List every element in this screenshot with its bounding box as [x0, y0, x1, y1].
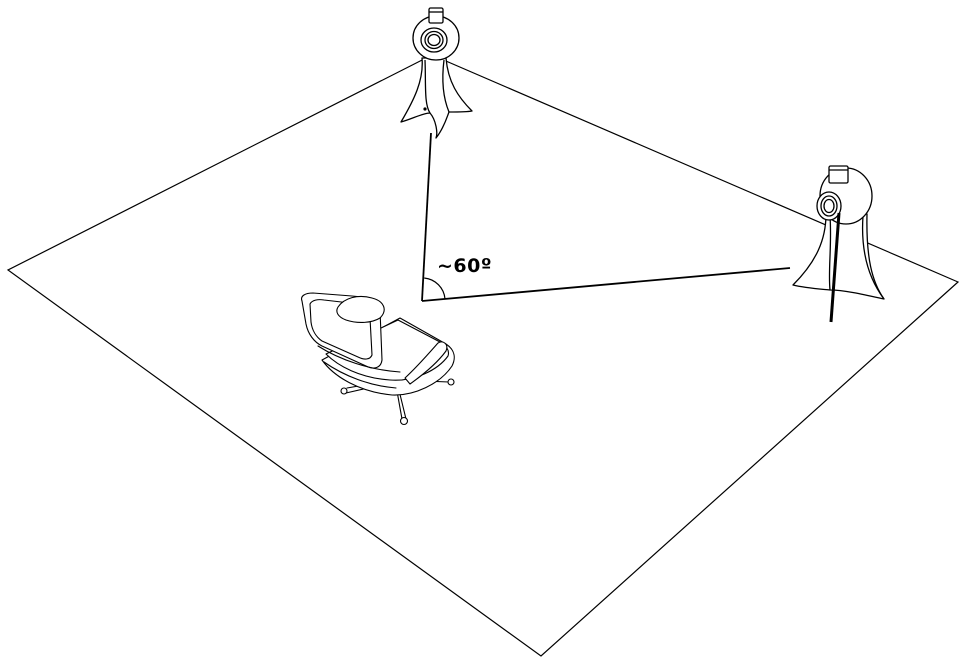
room-floor-outline — [8, 55, 958, 656]
angle-arc — [424, 278, 445, 299]
left-speaker-line — [422, 133, 431, 301]
left-speaker — [401, 8, 472, 138]
angle-label: ~60º — [437, 255, 492, 277]
lounge-chair — [302, 293, 455, 425]
